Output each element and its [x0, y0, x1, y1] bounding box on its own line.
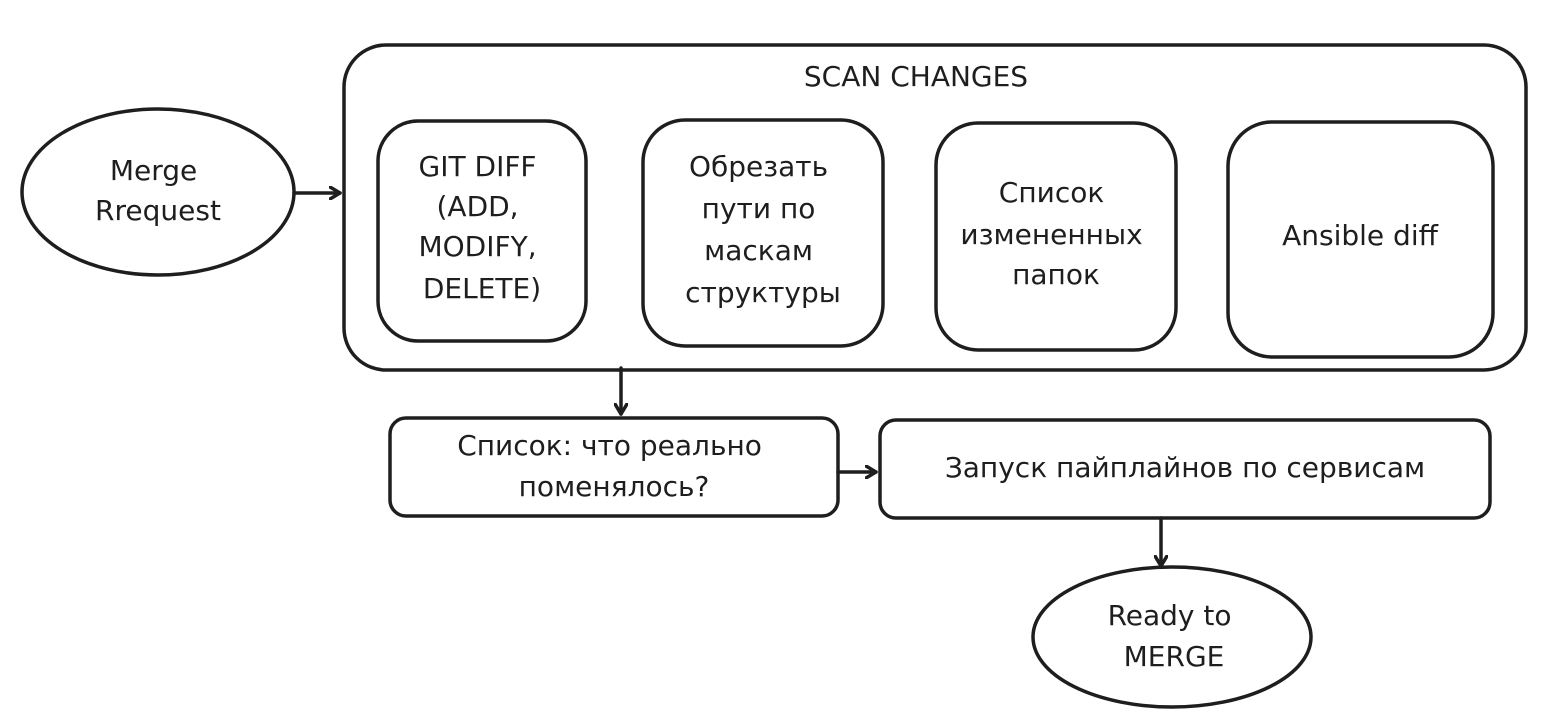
ready-to-merge-text: Ready to MERGE — [1108, 599, 1241, 673]
scan-changes-title: SCAN CHANGES — [804, 60, 1028, 93]
trim-paths-node: Обрезать пути по маскам структуры — [641, 118, 885, 348]
ansible-diff-node: Ansible diff — [1226, 120, 1495, 359]
changed-folders-node: Список измененных папок — [934, 121, 1178, 352]
ansible-diff-text: Ansible diff — [1282, 219, 1439, 252]
what-changed-node: Список: что реально поменялось? — [388, 416, 840, 518]
merge-request-node: Merge Rrequest — [20, 107, 296, 277]
merge-request-text: Merge Rrequest — [95, 154, 221, 227]
ready-to-merge-node: Ready to MERGE — [1031, 565, 1313, 709]
run-pipelines-node: Запуск пайплайнов по сервисам — [878, 418, 1492, 520]
git-diff-node: GIT DIFF (ADD, MODIFY, DELETE) — [376, 119, 588, 343]
changed-folders-text: Список измененных папок — [960, 176, 1151, 291]
what-changed-text: Список: что реально поменялось? — [457, 429, 771, 503]
trim-paths-text: Обрезать пути по маскам структуры — [685, 150, 841, 309]
run-pipelines-text: Запуск пайплайнов по сервисам — [945, 451, 1425, 484]
git-diff-text: GIT DIFF (ADD, MODIFY, DELETE) — [418, 150, 545, 305]
